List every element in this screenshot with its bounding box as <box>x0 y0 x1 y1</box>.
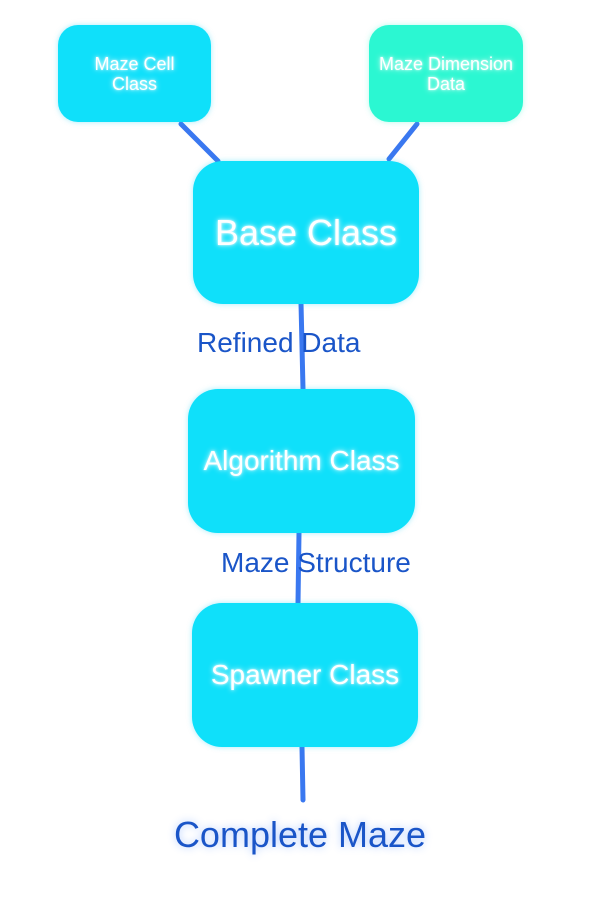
refined-data-label: Refined Data <box>197 327 361 358</box>
complete-maze-output: Complete Maze <box>173 814 427 855</box>
edge-maze-cell-to-base <box>178 121 221 164</box>
edge-spawner-to-output <box>299 744 306 803</box>
maze-cell-label-line1: Maze Cell <box>94 53 175 74</box>
edge-maze-dimension-to-base <box>386 121 420 162</box>
maze-dimension-data-node: Maze Dimension Data <box>369 25 523 122</box>
maze-structure-label: Maze Structure <box>221 547 411 578</box>
maze-dimension-label-line1: Maze Dimension <box>378 53 514 74</box>
edge-algorithm-to-spawner <box>295 530 302 606</box>
maze-cell-class-node: Maze Cell Class <box>58 25 211 122</box>
spawner-class-label: Spawner Class <box>210 659 400 690</box>
base-class-node: Base Class <box>193 161 419 304</box>
algorithm-class-label: Algorithm Class <box>203 445 400 476</box>
spawner-class-node: Spawner Class <box>192 603 418 747</box>
edge-base-to-algorithm <box>298 300 306 392</box>
maze-dimension-label-line2: Data <box>426 73 466 94</box>
base-class-label: Base Class <box>214 211 398 253</box>
algorithm-class-node: Algorithm Class <box>188 389 415 533</box>
maze-cell-label-line2: Class <box>111 73 157 94</box>
